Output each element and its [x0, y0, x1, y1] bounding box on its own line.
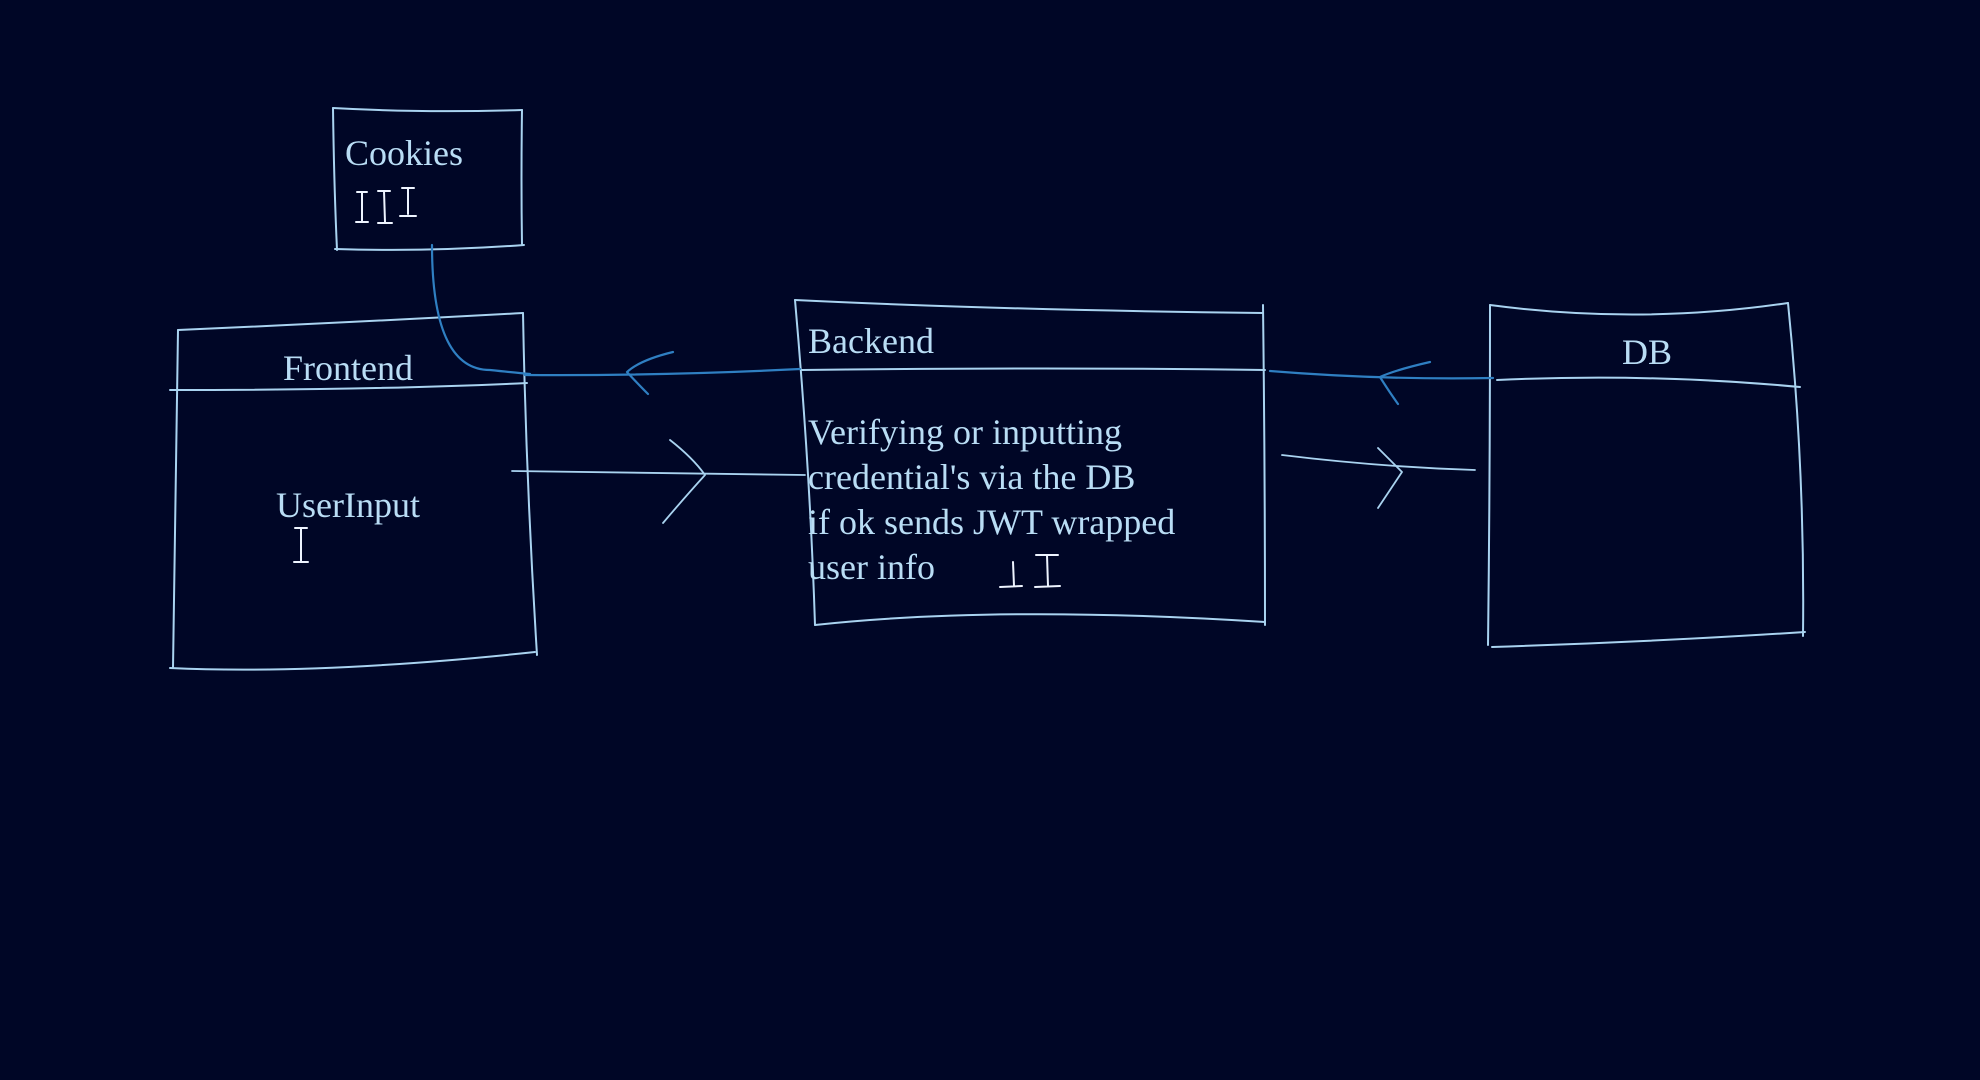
- text-cursor-icon: [293, 187, 1061, 588]
- db-header-divider: [1496, 376, 1801, 388]
- backend-header-divider: [801, 367, 1266, 371]
- db-title: DB: [1622, 332, 1673, 372]
- arrow-backend-to-frontend: [523, 350, 802, 396]
- cookies-title: Cookies: [345, 133, 464, 173]
- backend-body: Verifying or inputting credential's via …: [808, 410, 1175, 590]
- cookies-box[interactable]: [332, 107, 525, 251]
- frontend-body: UserInput: [276, 485, 420, 525]
- backend-body-line: if ok sends JWT wrapped: [808, 502, 1176, 542]
- frontend-title: Frontend: [283, 348, 413, 388]
- db-box[interactable]: [1487, 302, 1806, 648]
- backend-box[interactable]: [794, 299, 1266, 626]
- backend-body-line: credential's via the DB: [808, 457, 1136, 497]
- frontend-header-divider: [169, 382, 528, 391]
- arrow-db-to-backend: [1268, 360, 1495, 406]
- backend-body-line: user info: [808, 547, 935, 587]
- arrow-backend-to-db: [1281, 447, 1476, 509]
- frontend-box[interactable]: [169, 312, 538, 671]
- arrow-frontend-to-backend: [511, 439, 806, 524]
- cookies-connector: [430, 243, 532, 376]
- backend-body-line: Verifying or inputting: [808, 412, 1122, 452]
- backend-title: Backend: [808, 321, 934, 361]
